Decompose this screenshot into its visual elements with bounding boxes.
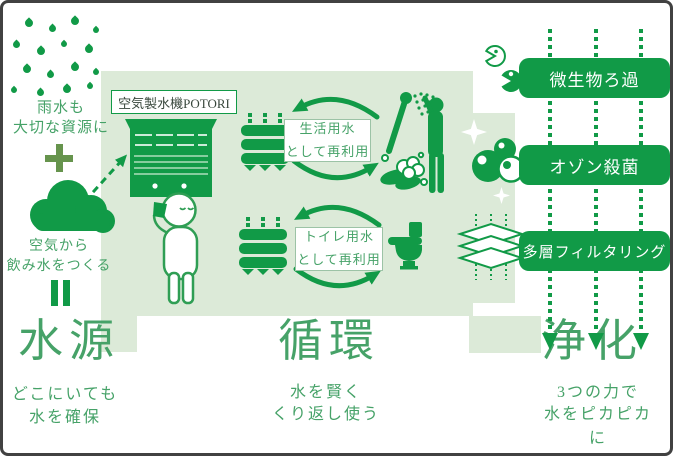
cycle-heading: 循環 bbox=[277, 316, 380, 366]
purify-subtitle-line1: 3つの力で bbox=[556, 384, 639, 401]
filter-icon bbox=[241, 113, 289, 171]
cycle-arrows-icon bbox=[291, 96, 380, 181]
microbes-icon bbox=[484, 45, 523, 92]
rain-note-line1: 雨水も bbox=[36, 100, 85, 116]
badge-multilayer-filtering: 多層フィルタリング bbox=[519, 231, 670, 271]
panel-foot-right bbox=[469, 316, 541, 353]
loop-bottom-line2: として再利用 bbox=[297, 252, 381, 267]
filter-icon bbox=[239, 217, 287, 275]
source-subtitle-line2: 水を確保 bbox=[28, 409, 101, 426]
person-drinking-icon bbox=[152, 192, 199, 305]
cloud-icon bbox=[30, 180, 115, 233]
equals-icon bbox=[49, 280, 73, 306]
machine-label: 空気製水機POTORI bbox=[111, 90, 237, 114]
water-machine-icon bbox=[125, 119, 217, 197]
cycle-arrows-icon bbox=[293, 204, 382, 289]
cycle-subtitle-line1: 水を賢く bbox=[289, 384, 362, 401]
layers-filter-icon bbox=[456, 214, 526, 280]
source-subtitle-line1: どこにいても bbox=[11, 386, 119, 403]
loop-top-line1: 生活用水 bbox=[299, 120, 356, 136]
badge-label: 多層フィルタリング bbox=[522, 244, 667, 261]
source-heading: 水源 bbox=[17, 316, 120, 366]
loop-top-label: 生活用水 として再利用 bbox=[284, 119, 371, 162]
purify-subtitle-line2: 水をピカピカに bbox=[543, 406, 652, 447]
machine-label-text: 空気製水機POTORI bbox=[118, 95, 230, 111]
panel-foot-left bbox=[101, 316, 137, 352]
rain-note-line2: 大切な資源に bbox=[12, 120, 109, 136]
loop-bottom-label: トイレ用水 として再利用 bbox=[295, 227, 383, 271]
dashed-arrow-icon bbox=[83, 154, 128, 203]
badge-ozone-sterilization: オゾン殺菌 bbox=[519, 145, 670, 185]
down-arrowhead-icon bbox=[633, 333, 649, 350]
badge-label: 微生物ろ過 bbox=[549, 70, 640, 90]
loop-bottom-line1: トイレ用水 bbox=[303, 229, 374, 245]
badge-label: オゾン殺菌 bbox=[549, 157, 640, 177]
air-note-line2: 飲み水をつくる bbox=[6, 259, 112, 274]
cycle-subtitle-line2: くり返し使う bbox=[271, 406, 380, 423]
ozone-bubbles-icon bbox=[472, 138, 525, 183]
down-arrowhead-icon bbox=[588, 333, 604, 350]
raindrops-icon bbox=[9, 15, 105, 101]
shower-handwash-icon bbox=[380, 92, 444, 193]
loop-top-line2: として再利用 bbox=[285, 143, 370, 159]
down-arrowhead-icon bbox=[542, 333, 558, 350]
plus-icon bbox=[45, 144, 73, 172]
badge-microbial-filtration: 微生物ろ過 bbox=[519, 58, 670, 98]
air-note-line1: 空気から bbox=[29, 239, 89, 254]
toilet-icon bbox=[388, 222, 422, 270]
